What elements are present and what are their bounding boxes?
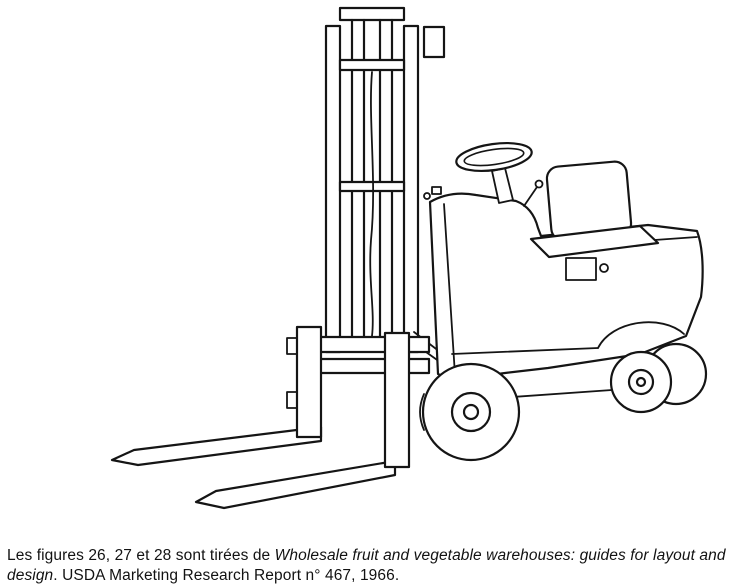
caption-title: Wholesale fruit and vegetable warehouses…: [7, 546, 726, 584]
seat: [529, 160, 660, 281]
fork-carriage: [286, 325, 431, 469]
caption-suffix: . USDA Marketing Research Report n° 467,…: [53, 566, 400, 584]
rear-wheel: [609, 350, 673, 414]
figure-forklift: [110, 6, 708, 510]
figure-caption: Les figures 26, 27 et 28 sont tirées de …: [7, 546, 740, 584]
front-wheel: [419, 362, 521, 462]
mast: [324, 6, 446, 363]
caption-prefix: Les figures 26, 27 et 28 sont tirées de: [7, 546, 275, 564]
steering-wheel: [455, 141, 544, 207]
forklift-illustration: [110, 6, 708, 510]
forks: [110, 425, 397, 510]
